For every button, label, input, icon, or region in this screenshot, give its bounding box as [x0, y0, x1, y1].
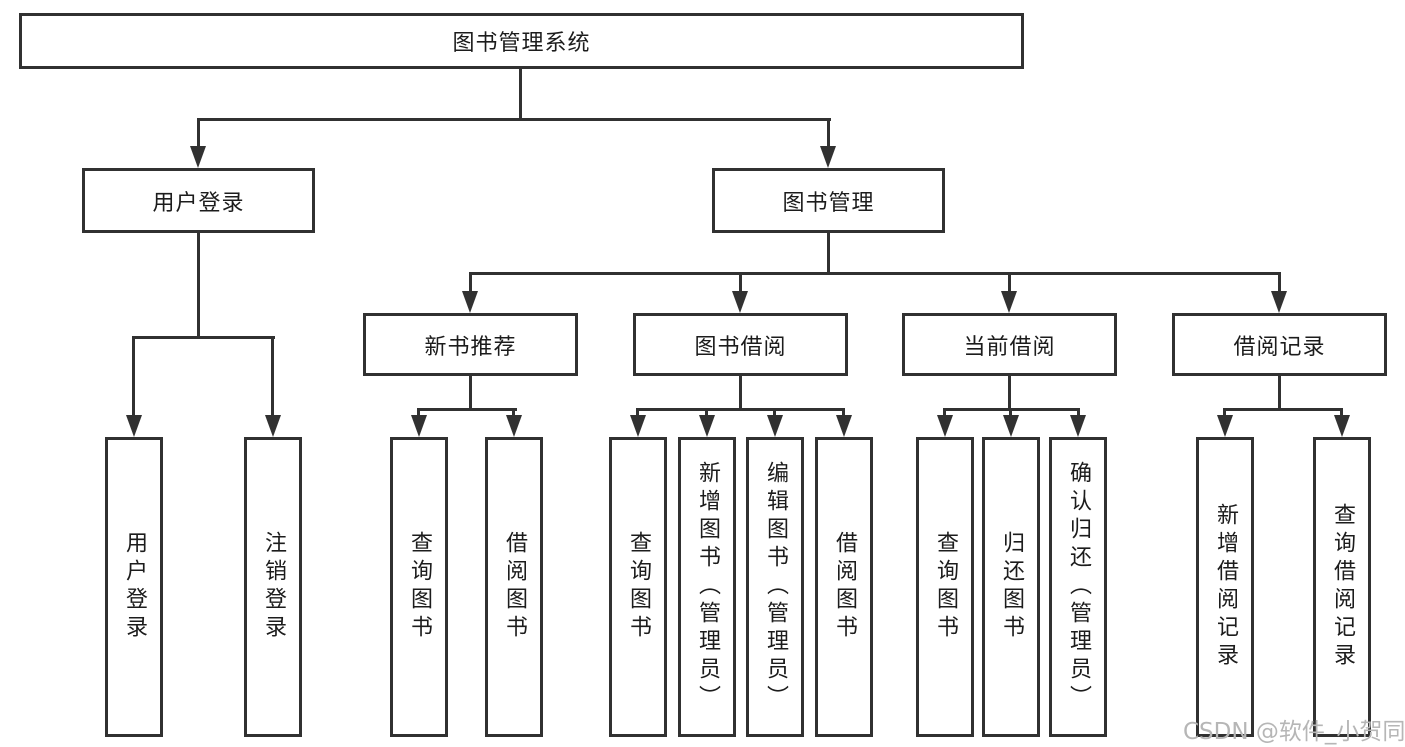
node-label: 图书管理系统	[452, 31, 591, 56]
arrow-down-icon	[836, 415, 852, 437]
connector-line	[705, 408, 708, 420]
csdn-watermark: CSDN @软件_小贺同学	[1183, 719, 1405, 745]
arrow-down-icon	[265, 415, 281, 437]
node-label: 当前借阅	[963, 334, 1056, 360]
connector-line	[417, 408, 517, 411]
leaf-label: 查询借阅记录	[1330, 503, 1355, 671]
connector-line	[739, 272, 742, 294]
node-label: 用户登录	[152, 190, 245, 216]
connector-line	[636, 408, 639, 420]
connector-line	[1008, 376, 1011, 411]
connector-line	[1340, 408, 1343, 420]
leaf-label: 注销登录	[261, 531, 286, 643]
connector-line	[1077, 408, 1080, 420]
connector-line	[1009, 408, 1012, 420]
leaf-label: 查询图书	[626, 531, 651, 643]
connector-line	[197, 118, 200, 150]
node-label: 借阅记录	[1233, 334, 1326, 360]
connector-line	[773, 408, 776, 420]
arrow-down-icon	[1334, 415, 1350, 437]
connector-line	[739, 376, 742, 411]
node-label: 图书借阅	[694, 334, 787, 360]
node-current-borrow: 当前借阅	[902, 313, 1117, 376]
node-label: 新书推荐	[424, 334, 517, 360]
leaf-label: 借阅图书	[502, 531, 527, 643]
connector-line	[132, 336, 135, 418]
connector-line	[1223, 408, 1226, 420]
leaf-recommend-query-book: 查询图书	[390, 437, 448, 737]
connector-line	[417, 408, 420, 420]
connector-line	[469, 272, 472, 294]
connector-line	[1223, 408, 1343, 411]
leaf-add-book-admin: 新增图书（管理员）	[678, 437, 736, 737]
connector-line	[469, 272, 1281, 275]
connector-line	[271, 336, 274, 418]
leaf-return-book: 归还图书	[982, 437, 1040, 737]
leaf-label: 新增图书（管理员）	[695, 461, 720, 713]
connector-line	[943, 408, 946, 420]
arrow-down-icon	[126, 415, 142, 437]
arrow-down-icon	[506, 415, 522, 437]
leaf-label: 查询图书	[407, 531, 432, 643]
connector-line	[827, 118, 830, 150]
leaf-label: 归还图书	[999, 531, 1024, 643]
connector-line	[1008, 272, 1011, 294]
connector-line	[132, 336, 275, 339]
arrow-down-icon	[1003, 415, 1019, 437]
leaf-logout: 注销登录	[244, 437, 302, 737]
node-root-library-system: 图书管理系统	[19, 13, 1024, 69]
leaf-label: 确认归还（管理员）	[1066, 461, 1091, 713]
leaf-borrow-book: 借阅图书	[815, 437, 873, 737]
leaf-label: 编辑图书（管理员）	[763, 461, 788, 713]
connector-line	[1278, 272, 1281, 294]
connector-line	[1278, 376, 1281, 411]
leaf-add-borrow-record: 新增借阅记录	[1196, 437, 1254, 737]
arrow-down-icon	[937, 415, 953, 437]
connector-line	[469, 376, 472, 411]
leaf-label: 新增借阅记录	[1213, 503, 1238, 671]
connector-line	[197, 233, 200, 339]
arrow-down-icon	[699, 415, 715, 437]
connector-line	[197, 118, 831, 121]
arrow-down-icon	[1217, 415, 1233, 437]
connector-line	[827, 233, 830, 275]
leaf-label: 用户登录	[122, 531, 147, 643]
leaf-current-query-book: 查询图书	[916, 437, 974, 737]
arrow-down-icon	[1271, 291, 1287, 313]
arrow-down-icon	[190, 146, 206, 168]
node-borrow-records: 借阅记录	[1172, 313, 1387, 376]
leaf-recommend-borrow-book: 借阅图书	[485, 437, 543, 737]
leaf-label: 借阅图书	[832, 531, 857, 643]
arrow-down-icon	[732, 291, 748, 313]
arrow-down-icon	[1001, 291, 1017, 313]
node-label: 图书管理	[782, 190, 875, 216]
leaf-user-login: 用户登录	[105, 437, 163, 737]
connector-line	[842, 408, 845, 420]
node-book-management: 图书管理	[712, 168, 945, 233]
leaf-borrow-query-book: 查询图书	[609, 437, 667, 737]
node-book-borrow: 图书借阅	[633, 313, 848, 376]
arrow-down-icon	[630, 415, 646, 437]
connector-line	[636, 408, 844, 411]
node-new-book-recommend: 新书推荐	[363, 313, 578, 376]
arrow-down-icon	[462, 291, 478, 313]
leaf-confirm-return-admin: 确认归还（管理员）	[1049, 437, 1107, 737]
arrow-down-icon	[411, 415, 427, 437]
leaf-query-borrow-record: 查询借阅记录	[1313, 437, 1371, 737]
node-user-login: 用户登录	[82, 168, 315, 233]
arrow-down-icon	[820, 146, 836, 168]
arrow-down-icon	[767, 415, 783, 437]
leaf-label: 查询图书	[933, 531, 958, 643]
connector-line	[512, 408, 515, 420]
connector-line	[519, 69, 522, 120]
leaf-edit-book-admin: 编辑图书（管理员）	[746, 437, 804, 737]
arrow-down-icon	[1070, 415, 1086, 437]
